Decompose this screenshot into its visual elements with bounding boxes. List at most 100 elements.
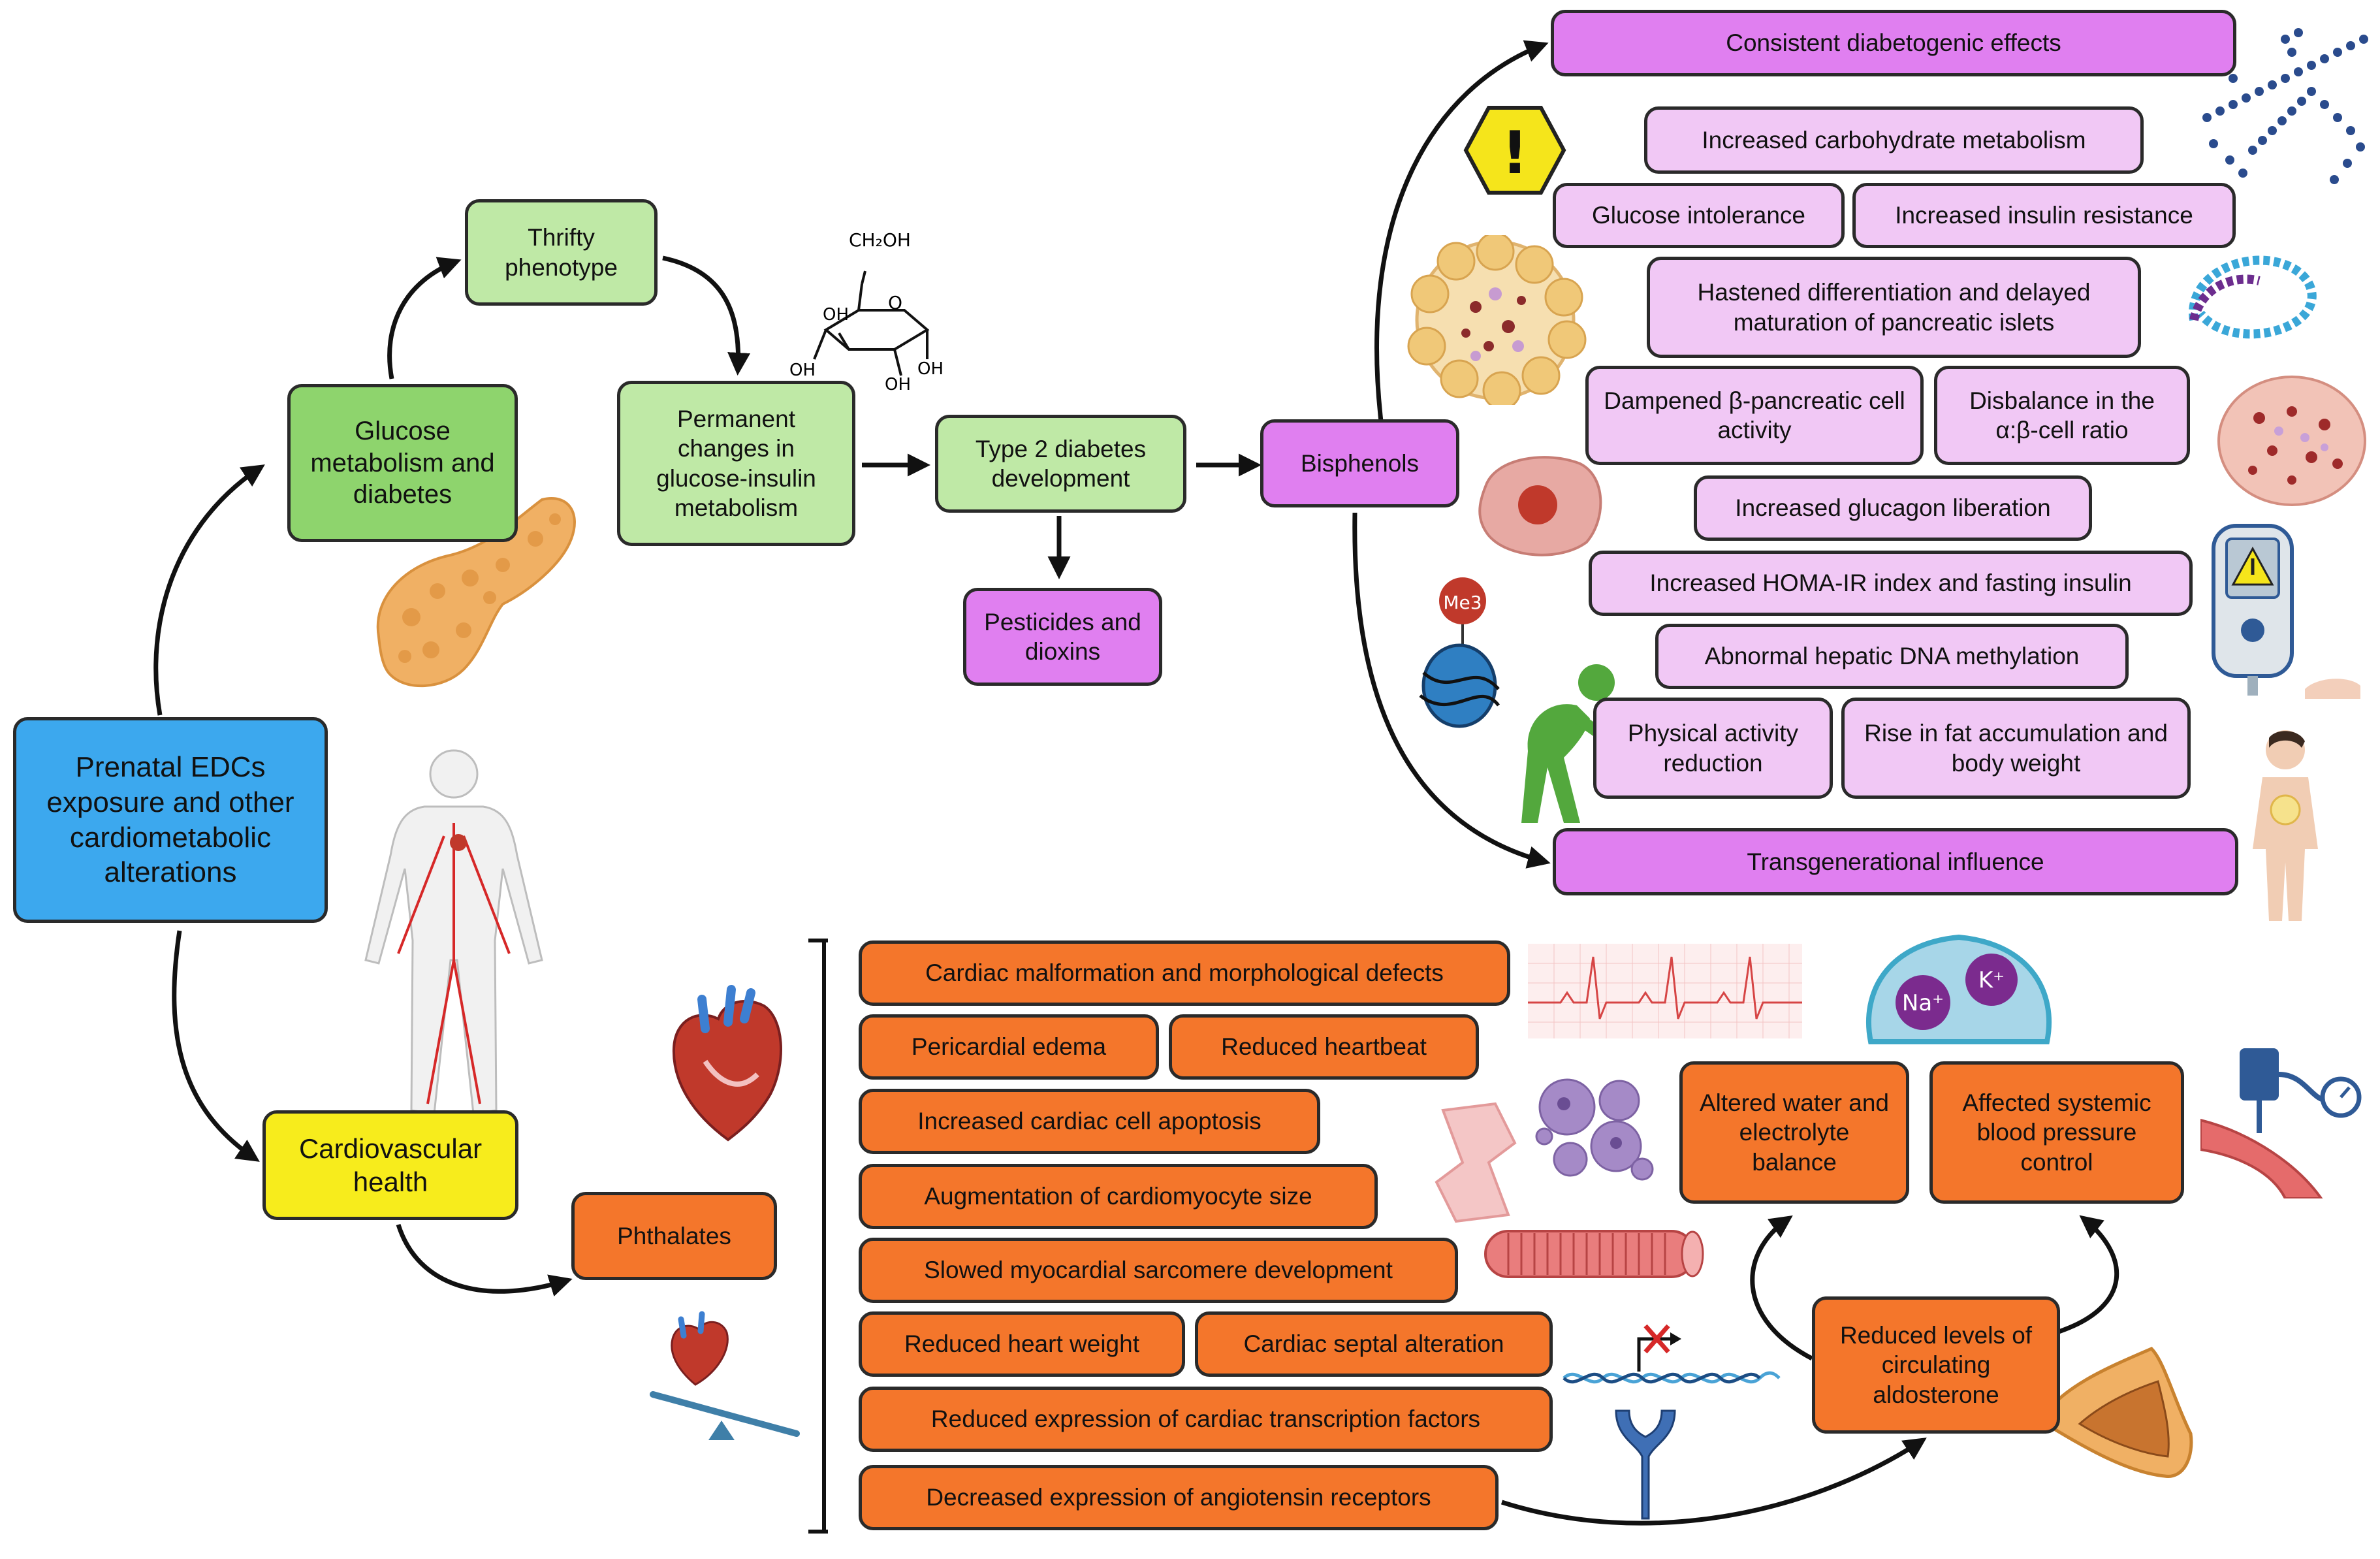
- cardio-node-label: Cardiovascular health: [298, 1133, 483, 1197]
- warning-symbol: !: [1501, 119, 1528, 187]
- node-pericardial-edema: Pericardial edema: [859, 1014, 1159, 1080]
- node-reduced-heartbeat: Reduced heartbeat: [1169, 1014, 1479, 1080]
- node-disbalance-ratio: Disbalance in the α:β-cell ratio: [1934, 366, 2190, 465]
- intolerance-node-label: Glucose intolerance: [1591, 202, 1806, 229]
- node-glucagon-liberation: Increased glucagon liberation: [1694, 475, 2092, 541]
- transgen-node-label: Transgenerational influence: [1747, 848, 2044, 875]
- node-consistent-diabetogenic: Consistent diabetogenic effects: [1551, 10, 2236, 76]
- apoptosis-node-label: Increased cardiac cell apoptosis: [917, 1108, 1261, 1135]
- cardiomyocyte-icon: [1435, 1102, 1517, 1223]
- type2-node-label: Type 2 diabetes development: [975, 435, 1147, 492]
- glucose-oh-label-3: OH: [885, 375, 911, 392]
- dna-transcription-blocked-icon: [1563, 1324, 1781, 1384]
- resistance-node-label: Increased insulin resistance: [1895, 202, 2193, 229]
- glucose-oh-label-2: OH: [789, 361, 816, 380]
- islet-tissue-icon: [2217, 376, 2366, 506]
- glucose-ring-oxygen-label: O: [888, 292, 902, 313]
- human-circulatory-icon: [364, 749, 543, 1115]
- glucose-oh-label-1: OH: [823, 305, 849, 325]
- node-aldosterone: Reduced levels of circulating aldosteron…: [1812, 1296, 2060, 1434]
- node-hastened-differentiation: Hastened differentiation and delayed mat…: [1647, 257, 2141, 358]
- augmentation-node-label: Augmentation of cardiomyocyte size: [924, 1183, 1312, 1210]
- root-node-label: Prenatal EDCs exposure and other cardiom…: [46, 751, 294, 889]
- child-icon: [2253, 730, 2318, 921]
- angiotensin-node-label: Decreased expression of angiotensin rece…: [926, 1484, 1431, 1511]
- adrenal-gland-icon: [2038, 1347, 2193, 1478]
- node-glucose-intolerance: Glucose intolerance: [1553, 183, 1845, 248]
- glucose-oh-label-4: OH: [917, 359, 944, 379]
- node-water-electrolyte: Altered water and electrolyte balance: [1679, 1061, 1909, 1204]
- apoptotic-cells-icon: [1535, 1078, 1654, 1181]
- node-type2-diabetes: Type 2 diabetes development: [935, 415, 1186, 513]
- node-bisphenols: Bisphenols: [1260, 419, 1459, 507]
- node-transgenerational: Transgenerational influence: [1553, 828, 2238, 895]
- heart-balance-icon: [650, 1311, 800, 1440]
- sarcomere-node-label: Slowed myocardial sarcomere development: [924, 1257, 1393, 1284]
- node-insulin-resistance: Increased insulin resistance: [1852, 183, 2236, 248]
- node-septal-alteration: Cardiac septal alteration: [1195, 1311, 1553, 1377]
- node-cardiac-apoptosis: Increased cardiac cell apoptosis: [859, 1089, 1320, 1154]
- glucose-molecule-icon: CH₂OH O OH OH OH OH: [789, 229, 944, 392]
- fat-node-label: Rise in fat accumulation and body weight: [1864, 720, 2168, 777]
- node-cardiomyocyte-size: Augmentation of cardiomyocyte size: [859, 1164, 1378, 1229]
- glucose-node-label: Glucose metabolism and diabetes: [310, 416, 495, 509]
- warning-hexagon-icon: !: [1463, 106, 1566, 195]
- weight-node-label: Reduced heart weight: [904, 1330, 1139, 1358]
- node-pesticides-dioxins: Pesticides and dioxins: [963, 588, 1162, 686]
- node-permanent-changes: Permanent changes in glucose-insulin met…: [617, 381, 855, 546]
- arrow-angiotensin-to-aldosterone: [1500, 1438, 1927, 1526]
- arrow-aldosterone-to-water: [1750, 1215, 1813, 1361]
- angiotensin-receptor-icon: [1615, 1409, 1676, 1520]
- hastened-node-label: Hastened differentiation and delayed mat…: [1697, 279, 2091, 336]
- arrow-root-to-glucose: [153, 464, 265, 716]
- malformation-node-label: Cardiac malformation and morphological d…: [925, 959, 1444, 987]
- glucose-ch2oh-label: CH₂OH: [849, 229, 911, 251]
- pressure-node-label: Affected systemic blood pressure control: [1962, 1089, 2151, 1176]
- methylation-node-label: Abnormal hepatic DNA methylation: [1704, 643, 2080, 670]
- heart-anatomy-icon: [672, 985, 782, 1142]
- dampened-node-label: Dampened β-pancreatic cell activity: [1604, 387, 1905, 443]
- nucleosome-methylation-icon: Me3: [1419, 577, 1500, 728]
- node-heart-weight: Reduced heart weight: [859, 1311, 1185, 1377]
- carb-node-label: Increased carbohydrate metabolism: [1702, 126, 2086, 153]
- node-phthalates: Phthalates: [571, 1192, 777, 1280]
- node-cardiac-malformation: Cardiac malformation and morphological d…: [859, 940, 1510, 1006]
- node-fat-accumulation: Rise in fat accumulation and body weight: [1841, 698, 2191, 799]
- water-node-label: Altered water and electrolyte balance: [1699, 1089, 1889, 1176]
- phthalates-node-label: Phthalates: [617, 1222, 731, 1249]
- bisphenols-node-label: Bisphenols: [1300, 449, 1419, 477]
- aldosterone-node-label: Reduced levels of circulating aldosteron…: [1839, 1322, 2033, 1408]
- arrow-bisphenols-to-transgen: [1352, 512, 1551, 869]
- arrow-glucose-to-thrifty: [387, 257, 462, 379]
- arrow-aldosterone-to-pressure: [2055, 1215, 2119, 1335]
- arrow-root-to-cardio: [172, 930, 260, 1162]
- transcription-node-label: Reduced expression of cardiac transcript…: [930, 1406, 1481, 1433]
- node-physical-activity: Physical activity reduction: [1593, 698, 1833, 799]
- pancreatic-islet-icon: [1407, 235, 1587, 405]
- septal-node-label: Cardiac septal alteration: [1243, 1330, 1504, 1358]
- muscle-fiber-icon: [1484, 1230, 1704, 1278]
- consistent-node-label: Consistent diabetogenic effects: [1726, 29, 2061, 57]
- node-angiotensin-receptors: Decreased expression of angiotensin rece…: [859, 1465, 1499, 1530]
- edema-node-label: Pericardial edema: [911, 1033, 1107, 1061]
- node-transcription-factors: Reduced expression of cardiac transcript…: [859, 1387, 1553, 1452]
- pancreas-icon: [376, 497, 576, 687]
- physical-node-label: Physical activity reduction: [1627, 720, 1799, 777]
- homa-node-label: Increased HOMA-IR index and fasting insu…: [1649, 570, 2132, 597]
- me3-label: Me3: [1443, 592, 1482, 613]
- ion-cell-icon: Na⁺ K⁺: [1866, 934, 2052, 1044]
- cell-icon: [1478, 456, 1602, 556]
- blood-pressure-monitor-icon: [2200, 1048, 2362, 1198]
- node-glucose-metabolism: Glucose metabolism and diabetes: [287, 384, 518, 542]
- polymer-chain-icon: [2202, 28, 2368, 184]
- glucagon-node-label: Increased glucagon liberation: [1735, 494, 2051, 522]
- sodium-ion-label: Na⁺: [1902, 990, 1944, 1016]
- bracket-cardiac-effects: [808, 939, 828, 1534]
- glucometer-icon: [2212, 524, 2360, 699]
- ecg-strip-icon: [1528, 944, 1802, 1038]
- node-homa-ir: Increased HOMA-IR index and fasting insu…: [1589, 551, 2193, 616]
- protein-chain-icon: [2189, 255, 2317, 339]
- node-dna-methylation: Abnormal hepatic DNA methylation: [1655, 624, 2129, 689]
